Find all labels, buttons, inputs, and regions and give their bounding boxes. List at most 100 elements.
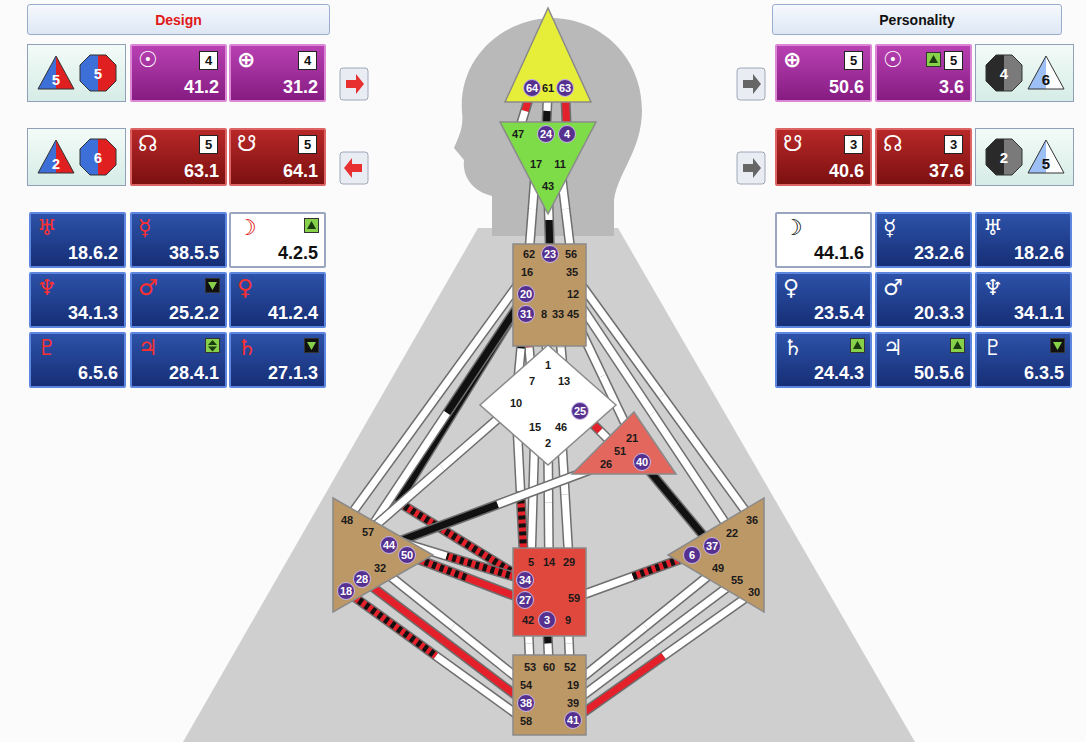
channel-line xyxy=(368,403,516,532)
gate-line-number: 28.4.1 xyxy=(169,364,219,382)
gate-number: 49 xyxy=(712,563,724,574)
gate-line-number: 50.5.6 xyxy=(914,364,964,382)
gate-number: 38 xyxy=(520,698,532,709)
profile-number: 2 xyxy=(52,156,60,171)
planet-symbol: ♄ xyxy=(783,337,803,359)
gate-number: 10 xyxy=(510,398,522,409)
gate-number: 31 xyxy=(520,309,532,320)
gate-line-number: 63.1 xyxy=(184,162,219,180)
gate-line-number: 6.3.5 xyxy=(1024,364,1064,382)
profile-number: 5 xyxy=(1042,156,1050,171)
planet-symbol: ☉ xyxy=(883,49,903,71)
profile-number: 4 xyxy=(1000,66,1008,81)
planet-symbol: ☊ xyxy=(883,133,903,155)
channel-line xyxy=(407,555,525,600)
gate-line-number: 23.5.4 xyxy=(814,304,864,322)
gate-number: 34 xyxy=(519,575,531,586)
planet-symbol: ☿ xyxy=(883,217,897,239)
gate-number: 6 xyxy=(689,550,695,561)
energy-center: 21512640 xyxy=(572,412,676,476)
planet-tile: ♇6.3.5 xyxy=(975,332,1072,388)
energy-center: 48574450322818 xyxy=(333,498,433,612)
gate-line-number: 23.2.6 xyxy=(914,244,964,262)
planet-symbol: ♀ xyxy=(237,277,253,299)
gate-number: 3 xyxy=(544,615,550,626)
gate-number: 22 xyxy=(726,528,738,539)
planet-symbol: ☽ xyxy=(237,217,257,239)
gate-number: 56 xyxy=(565,249,577,260)
gate-number: 33 xyxy=(552,309,564,320)
section-header: Design xyxy=(27,4,330,35)
gate-highlight xyxy=(354,571,371,588)
header-text: Personality xyxy=(879,13,954,27)
gate-line-number: 24.4.3 xyxy=(814,364,864,382)
gate-number: 18 xyxy=(340,586,352,597)
activation-tile: ☊563.1 xyxy=(130,128,227,186)
activation-tile: ☉441.2 xyxy=(130,44,227,102)
gate-number: 36 xyxy=(746,515,758,526)
gate-number: 43 xyxy=(542,181,554,192)
gate-number: 19 xyxy=(567,680,579,691)
gate-highlight xyxy=(704,538,721,555)
body-outline xyxy=(183,228,915,742)
arrow-button xyxy=(737,68,765,100)
planet-tile: ♅18.2.6 xyxy=(975,212,1072,268)
gate-line-number: 38.5.5 xyxy=(169,244,219,262)
planet-tile: ♂20.3.3 xyxy=(875,272,972,328)
arrow-button xyxy=(340,152,368,184)
line-badge: 5 xyxy=(298,135,317,154)
planet-symbol: ☽ xyxy=(783,217,803,239)
profile-icons: 46 xyxy=(975,44,1074,102)
energy-center: 622356163520123183345 xyxy=(513,244,586,346)
planet-symbol: ☿ xyxy=(138,217,152,239)
planet-symbol: ♅ xyxy=(983,217,1003,239)
gate-highlight xyxy=(565,712,582,729)
energy-center: 514293427594239 xyxy=(513,548,586,636)
gate-line-number: 31.2 xyxy=(283,78,318,96)
planet-symbol: ☉ xyxy=(138,49,158,71)
activation-tile: ☋340.6 xyxy=(775,128,872,186)
gate-number: 21 xyxy=(626,433,638,444)
energy-center: 1713102515462 xyxy=(480,345,616,465)
line-badge: 3 xyxy=(944,135,963,154)
gate-number: 58 xyxy=(520,716,532,727)
gate-number: 44 xyxy=(383,540,395,551)
channel-line xyxy=(362,579,526,703)
line-badge: 5 xyxy=(944,51,963,70)
arrow-button xyxy=(737,152,765,184)
planet-tile: ♀41.2.4 xyxy=(229,272,326,328)
planet-tile: ♅18.6.2 xyxy=(29,212,126,268)
gate-line-number: 18.6.2 xyxy=(68,244,118,262)
planet-tile: ♇6.5.6 xyxy=(29,332,126,388)
profile-number: 6 xyxy=(1042,72,1050,87)
channel-line xyxy=(573,580,737,703)
planet-symbol: ⊕ xyxy=(237,49,255,71)
gate-number: 48 xyxy=(341,515,353,526)
channel-line xyxy=(574,555,692,598)
arrow-button xyxy=(340,68,368,100)
activation-tile: ⊕431.2 xyxy=(229,44,326,102)
energy-center: 47244171143 xyxy=(500,122,596,214)
gate-number: 62 xyxy=(523,249,535,260)
gate-number: 57 xyxy=(362,527,374,538)
planet-tile: ☽44.1.6 xyxy=(775,212,872,268)
gate-highlight xyxy=(557,80,574,97)
gate-number: 2 xyxy=(545,438,551,449)
channel-line xyxy=(380,568,526,685)
gate-number: 1 xyxy=(545,360,551,371)
planet-tile: ♆34.1.3 xyxy=(29,272,126,328)
gate-line-number: 50.6 xyxy=(829,78,864,96)
planet-symbol: ♆ xyxy=(37,277,57,299)
planet-symbol: ☋ xyxy=(237,133,257,155)
gate-number: 51 xyxy=(614,446,626,457)
gate-highlight xyxy=(518,306,535,323)
gate-number: 50 xyxy=(401,550,413,561)
planet-tile: ☽4.2.5 xyxy=(229,212,326,268)
gate-number: 40 xyxy=(636,457,648,468)
planet-symbol: ⊕ xyxy=(783,49,801,71)
gate-number: 46 xyxy=(555,422,567,433)
gate-number: 8 xyxy=(541,309,547,320)
gate-highlight xyxy=(572,403,589,420)
planet-symbol: ♆ xyxy=(983,277,1003,299)
